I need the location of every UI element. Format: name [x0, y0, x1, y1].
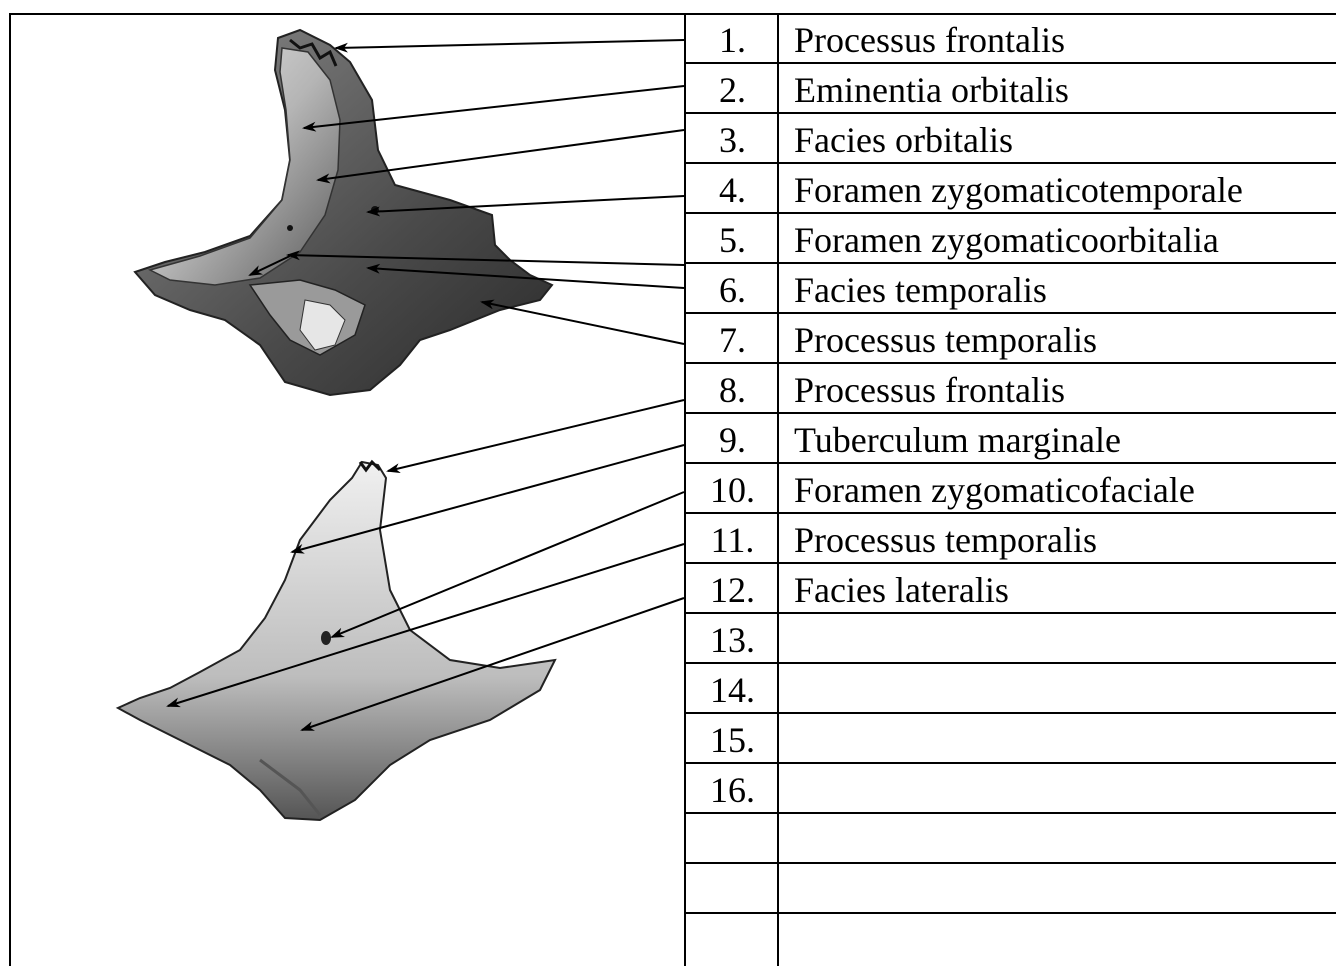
table-row: 6. Facies temporalis: [684, 264, 1336, 314]
table-row: 13.: [684, 614, 1336, 664]
table-row: 10. Foramen zygomaticofaciale: [684, 464, 1336, 514]
row-term: Tuberculum marginale: [794, 418, 1121, 462]
row-number: 15.: [686, 718, 779, 762]
row-number: 11.: [686, 518, 779, 562]
row-term: Foramen zygomaticoorbitalia: [794, 218, 1219, 262]
table-row: 12. Facies lateralis: [684, 564, 1336, 614]
table-row: [684, 864, 1336, 914]
table-row: 14.: [684, 664, 1336, 714]
table-row: 8. Processus frontalis: [684, 364, 1336, 414]
table-row: 5. Foramen zygomaticoorbitalia: [684, 214, 1336, 264]
row-term: Eminentia orbitalis: [794, 68, 1069, 112]
table-row: 2. Eminentia orbitalis: [684, 64, 1336, 114]
row-number: 16.: [686, 768, 779, 812]
row-term: Processus temporalis: [794, 518, 1097, 562]
row-number: 4.: [686, 168, 779, 212]
table-row: 15.: [684, 714, 1336, 764]
table-row: 9. Tuberculum marginale: [684, 414, 1336, 464]
row-number: 1.: [686, 18, 779, 62]
row-term: Facies temporalis: [794, 268, 1047, 312]
row-number: 12.: [686, 568, 779, 612]
table-row: [684, 914, 1336, 964]
row-number: 5.: [686, 218, 779, 262]
row-term: Foramen zygomaticofaciale: [794, 468, 1195, 512]
row-term: Processus temporalis: [794, 318, 1097, 362]
lower-bone-view: [118, 462, 555, 820]
row-term: Facies lateralis: [794, 568, 1009, 612]
table-row: 16.: [684, 764, 1336, 814]
row-number: 8.: [686, 368, 779, 412]
row-number: 3.: [686, 118, 779, 162]
table-row: 3. Facies orbitalis: [684, 114, 1336, 164]
upper-bone-view: [135, 30, 552, 395]
row-term: Facies orbitalis: [794, 118, 1013, 162]
table-row: 11. Processus temporalis: [684, 514, 1336, 564]
row-number: 2.: [686, 68, 779, 112]
row-number: 13.: [686, 618, 779, 662]
table-row: [684, 814, 1336, 864]
row-number: 9.: [686, 418, 779, 462]
row-term: Processus frontalis: [794, 18, 1065, 62]
row-number: 10.: [686, 468, 779, 512]
table-row: 1. Processus frontalis: [684, 14, 1336, 64]
row-number: 7.: [686, 318, 779, 362]
row-term: Foramen zygomaticotemporale: [794, 168, 1243, 212]
row-term: Processus frontalis: [794, 368, 1065, 412]
table-row: 4. Foramen zygomaticotemporale: [684, 164, 1336, 214]
leader-lines: [168, 40, 684, 730]
row-number: 6.: [686, 268, 779, 312]
row-number: 14.: [686, 668, 779, 712]
table-row: 7. Processus temporalis: [684, 314, 1336, 364]
